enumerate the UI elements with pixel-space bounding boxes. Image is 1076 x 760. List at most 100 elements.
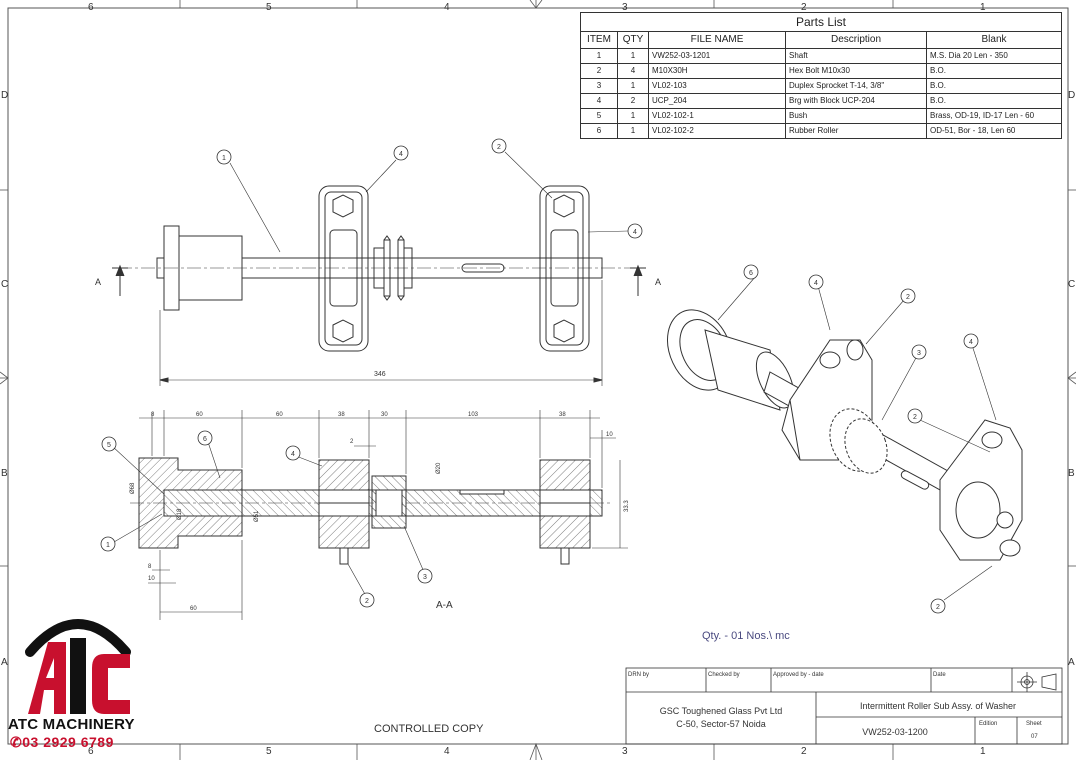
balloon: 1 [106,542,110,549]
cell-file-name: VL02-103 [648,78,786,94]
zone-top-label: 4 [444,2,450,13]
quantity-note: Qty. - 01 Nos.\ mc [702,630,790,642]
front-view [112,151,646,386]
iso-balloons: 6 4 2 3 4 2 2 [743,264,979,614]
dimension: 8 [151,412,155,418]
balloon: 5 [107,442,111,449]
balloon: 3 [917,350,921,357]
cell-file-name: VW252-03-1201 [648,48,786,64]
dimension: 30 [381,412,388,418]
front-view-labels: A A 346 [95,277,661,378]
section-balloons: 5 6 4 1 2 3 [100,430,433,608]
dimension: 103 [468,412,479,418]
cell-file-name: UCP_204 [648,93,786,109]
dimension: 60 [190,606,197,612]
dimension: Ø20 [436,462,442,474]
section-view [111,410,628,620]
phone-icon: ✆ [10,734,23,750]
cell-item: 1 [580,48,618,64]
cell-item: 2 [580,63,618,79]
isometric-view [667,275,1023,601]
section-dimensions: 8 60 60 38 30 103 38 10 2 8 10 60 Ø20 Ø5… [130,412,630,612]
cell-item: 3 [580,78,618,94]
date-label: Date [933,672,946,678]
watermark-name: ATC MACHINERY [8,716,135,733]
header-qty: QTY [617,31,649,49]
sheet-value: 07 [1031,734,1038,740]
company-line1: GSC Toughened Glass Pvt Ltd [660,706,782,716]
balloon: 3 [423,574,427,581]
zone-top-label: 3 [622,2,628,13]
cell-description: Bush [785,108,927,124]
table-row: 6 1 VL02-102-2 Rubber Roller OD-51, Bor … [580,123,1062,139]
zone-top-label: 2 [801,2,807,13]
dimension: Ø18 [177,508,183,520]
table-row: 1 1 VW252-03-1201 Shaft M.S. Dia 20 Len … [580,48,1062,64]
balloon: 6 [749,270,753,277]
balloon: 6 [203,436,207,443]
dimension: 33.3 [624,500,630,512]
atc-logo-icon [25,619,131,714]
cell-blank: B.O. [926,78,1062,94]
dimension: Ø51 [254,510,260,522]
cell-item: 4 [580,93,618,109]
cell-description: Duplex Sprocket T-14, 3/8" [785,78,927,94]
zone-left-label: A [1,657,8,668]
drawing-title: Intermittent Roller Sub Assy. of Washer [860,701,1016,711]
cell-file-name: M10X30H [648,63,786,79]
cell-qty: 1 [617,108,649,124]
front-balloons: 1 4 2 4 [216,138,643,239]
cell-item: 5 [580,108,618,124]
zone-right-label: C [1068,279,1075,290]
zone-top-label: 6 [88,2,94,13]
cell-blank: Brass, OD-19, ID-17 Len - 60 [926,108,1062,124]
watermark-phone: ✆03 2929 6789 [10,734,114,751]
sheet-frame [7,7,1069,745]
section-label: A-A [436,600,453,611]
parts-list-header-row: ITEM QTY FILE NAME Description Blank [580,31,1062,49]
zone-right-label: B [1068,468,1075,479]
title-block-text: DRN by Checked by Approved by - date Dat… [628,672,1042,740]
table-row: 5 1 VL02-102-1 Bush Brass, OD-19, ID-17 … [580,108,1062,124]
balloon: 2 [913,414,917,421]
zone-bottom-label: 3 [622,746,628,757]
balloon: 4 [291,451,295,458]
overall-dimension: 346 [374,371,386,378]
sheet-label: Sheet [1026,721,1042,727]
cell-qty: 1 [617,48,649,64]
balloon: 4 [969,339,973,346]
edition-label: Edition [979,721,997,727]
cell-description: Shaft [785,48,927,64]
cell-description: Rubber Roller [785,123,927,139]
zone-left-label: B [1,468,8,479]
zone-right-label: A [1068,657,1075,668]
cell-blank: M.S. Dia 20 Len - 350 [926,48,1062,64]
cell-description: Brg with Block UCP-204 [785,93,927,109]
title-block [625,667,1063,745]
balloon: 2 [365,598,369,605]
dimension: 38 [559,412,566,418]
cell-qty: 1 [617,123,649,139]
cell-item: 6 [580,123,618,139]
balloon: 1 [222,155,226,162]
zone-bottom-label: 4 [444,746,450,757]
dimension: 60 [196,412,203,418]
cell-file-name: VL02-102-2 [648,123,786,139]
zone-bottom-label: 6 [88,746,94,757]
table-row: 3 1 VL02-103 Duplex Sprocket T-14, 3/8" … [580,78,1062,94]
watermark-phone-number: 03 2929 6789 [22,734,114,750]
header-file-name: FILE NAME [648,31,786,49]
company-line2: C-50, Sector-57 Noida [676,719,766,729]
dimension: 60 [276,412,283,418]
dimension: 2 [350,439,354,445]
drn-by-label: DRN by [628,672,649,678]
cell-description: Hex Bolt M10x30 [785,63,927,79]
zone-top-label: 1 [980,2,986,13]
dimension: Ø68 [130,482,136,494]
cell-qty: 4 [617,63,649,79]
approved-by-label: Approved by - date [773,672,824,678]
controlled-copy-note: CONTROLLED COPY [374,723,484,735]
section-marker-left: A [95,277,101,287]
